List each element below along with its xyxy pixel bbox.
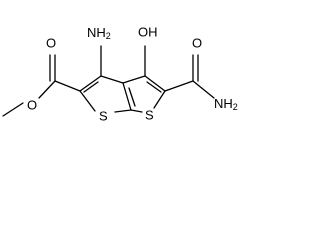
atom-sulfur-left: S xyxy=(99,109,108,124)
molecule-structure: NH2 OH O O S S O NH2 xyxy=(2,25,238,124)
bond-c3-c2 xyxy=(79,75,102,92)
atom-carbonyl-oxygen-amide: O xyxy=(192,36,202,51)
atom-carbonyl-oxygen-ester: O xyxy=(46,36,56,51)
bond-c4-c5 xyxy=(144,75,166,92)
bond-c4-c5-double xyxy=(146,81,162,93)
atom-hydroxyl: OH xyxy=(138,25,158,40)
atom-sulfur-right: S xyxy=(145,108,154,123)
bond-s-right-c6a xyxy=(130,109,143,113)
bond-s-left-c6a xyxy=(114,109,132,113)
atom-amide-amine: NH2 xyxy=(214,96,238,113)
bond-c2-s-left xyxy=(79,90,96,112)
bond-c5-s-right xyxy=(153,90,166,109)
bond-ether-o-methyl xyxy=(2,102,24,117)
bond-c5-amide-carbon xyxy=(164,80,194,92)
atom-labels: NH2 OH O O S S O NH2 xyxy=(27,25,238,124)
bond-c2-c3-double xyxy=(83,81,99,93)
bond-amide-carbon-nh2 xyxy=(192,80,215,99)
bonds xyxy=(2,45,215,117)
atom-amine: NH2 xyxy=(87,25,111,42)
bond-c3a-c6a xyxy=(122,82,132,111)
bond-c3a-c6a-double xyxy=(128,87,136,107)
bond-c3-c3a xyxy=(100,75,124,84)
atom-ether-oxygen: O xyxy=(27,98,37,113)
bond-ester-carbon-ether-o xyxy=(38,80,56,99)
bond-c2-ester-carbon xyxy=(54,80,81,92)
bond-c3a-c4 xyxy=(122,75,146,84)
